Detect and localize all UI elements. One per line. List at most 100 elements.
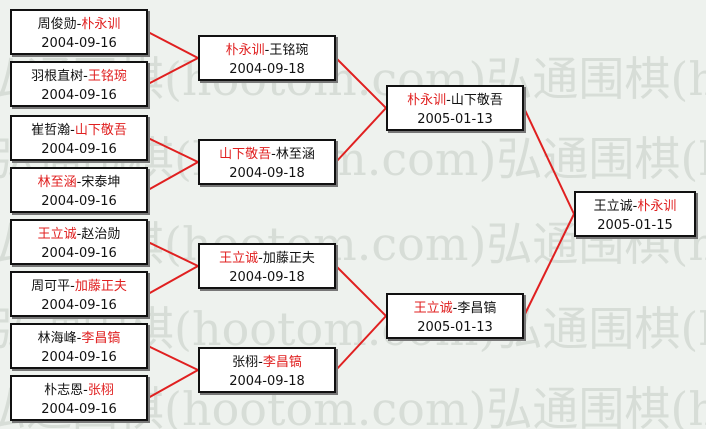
connector-line bbox=[335, 57, 387, 109]
match-date: 2004-09-16 bbox=[41, 142, 117, 157]
connector-line bbox=[147, 57, 199, 85]
match-date: 2004-09-16 bbox=[41, 298, 117, 313]
player-name-right: 朴永训 bbox=[637, 199, 677, 214]
connector-line bbox=[523, 213, 575, 317]
connector-line bbox=[335, 315, 387, 371]
match-date: 2004-09-18 bbox=[229, 62, 305, 77]
match-date: 2004-09-18 bbox=[229, 374, 305, 389]
match-box-round2-1: 朴永训-王铭琬 2004-09-18 bbox=[198, 35, 336, 81]
player-separator: - bbox=[258, 251, 263, 266]
connector-line bbox=[147, 369, 199, 399]
match-players: 周俊勋-朴永训 bbox=[12, 15, 146, 34]
player-name-right: 山下敬吾 bbox=[74, 123, 127, 138]
connector-line bbox=[147, 265, 199, 295]
match-date: 2004-09-18 bbox=[229, 166, 305, 181]
player-name-left: 王立诚 bbox=[413, 301, 453, 316]
player-name-left: 周俊勋 bbox=[37, 17, 77, 32]
player-separator: - bbox=[76, 17, 82, 32]
player-separator: - bbox=[83, 69, 88, 84]
player-name-right: 王铭琬 bbox=[269, 43, 309, 58]
match-date: 2004-09-16 bbox=[41, 194, 117, 209]
match-players: 王立诚-加藤正夫 bbox=[200, 249, 334, 268]
player-separator: - bbox=[264, 43, 270, 58]
connector-line bbox=[147, 345, 199, 371]
match-players: 王立诚-朴永训 bbox=[576, 197, 694, 216]
player-separator: - bbox=[70, 279, 75, 294]
player-separator: - bbox=[76, 227, 82, 242]
player-name-left: 王立诚 bbox=[37, 227, 77, 242]
connector-line bbox=[335, 107, 387, 163]
player-name-right: 张栩 bbox=[87, 383, 114, 398]
match-players: 周可平-加藤正夫 bbox=[12, 277, 146, 296]
player-name-right: 王铭琬 bbox=[87, 69, 127, 84]
match-box-round1-8: 朴志恩-张栩 2004-09-16 bbox=[10, 375, 148, 421]
connector-line bbox=[335, 265, 387, 317]
player-separator: - bbox=[452, 301, 458, 316]
player-name-left: 朴永训 bbox=[225, 43, 265, 58]
player-name-right: 宋泰坤 bbox=[81, 175, 121, 190]
player-name-left: 林至涵 bbox=[37, 175, 77, 190]
player-separator: - bbox=[83, 383, 88, 398]
connector-line bbox=[147, 137, 199, 163]
player-separator: - bbox=[258, 355, 263, 370]
match-date: 2004-09-18 bbox=[229, 270, 305, 285]
match-box-round1-7: 林海峰-李昌镐 2004-09-16 bbox=[10, 323, 148, 369]
player-name-right: 山下敬吾 bbox=[450, 93, 503, 108]
match-box-final-1: 王立诚-朴永训 2005-01-15 bbox=[574, 191, 696, 237]
match-players: 林海峰-李昌镐 bbox=[12, 329, 146, 348]
match-box-round1-6: 周可平-加藤正夫 2004-09-16 bbox=[10, 271, 148, 317]
match-date: 2004-09-16 bbox=[41, 350, 117, 365]
player-name-right: 加藤正夫 bbox=[74, 279, 127, 294]
match-box-round1-5: 王立诚-赵治勋 2004-09-16 bbox=[10, 219, 148, 265]
player-separator: - bbox=[271, 147, 276, 162]
match-date: 2004-09-16 bbox=[41, 246, 117, 261]
player-name-left: 朴志恩 bbox=[44, 383, 84, 398]
match-date: 2005-01-13 bbox=[417, 112, 493, 127]
player-name-right: 李昌镐 bbox=[457, 301, 497, 316]
player-name-right: 李昌镐 bbox=[81, 331, 121, 346]
match-players: 朴永训-王铭琬 bbox=[200, 41, 334, 60]
player-name-left: 张栩 bbox=[232, 355, 259, 370]
player-name-right: 朴永训 bbox=[81, 17, 121, 32]
player-name-right: 林至涵 bbox=[275, 147, 315, 162]
player-separator: - bbox=[76, 331, 82, 346]
connector-line bbox=[147, 31, 199, 59]
player-name-left: 山下敬吾 bbox=[219, 147, 272, 162]
player-separator: - bbox=[70, 123, 75, 138]
player-separator: - bbox=[76, 175, 82, 190]
player-name-right: 李昌镐 bbox=[262, 355, 302, 370]
player-name-left: 王立诚 bbox=[219, 251, 259, 266]
match-players: 林至涵-宋泰坤 bbox=[12, 173, 146, 192]
player-name-left: 羽根直树 bbox=[31, 69, 84, 84]
match-players: 张栩-李昌镐 bbox=[200, 353, 334, 372]
player-name-left: 林海峰 bbox=[37, 331, 77, 346]
player-name-left: 朴永训 bbox=[407, 93, 447, 108]
player-name-left: 王立诚 bbox=[593, 199, 633, 214]
match-players: 王立诚-李昌镐 bbox=[388, 299, 522, 318]
match-date: 2004-09-16 bbox=[41, 36, 117, 51]
match-players: 王立诚-赵治勋 bbox=[12, 225, 146, 244]
match-date: 2004-09-16 bbox=[41, 402, 117, 417]
match-box-round1-1: 周俊勋-朴永训 2004-09-16 bbox=[10, 9, 148, 55]
connector-line bbox=[147, 161, 199, 191]
match-box-round2-3: 王立诚-加藤正夫 2004-09-18 bbox=[198, 243, 336, 289]
match-box-round1-4: 林至涵-宋泰坤 2004-09-16 bbox=[10, 167, 148, 213]
player-name-right: 赵治勋 bbox=[81, 227, 121, 242]
connector-line bbox=[523, 107, 575, 215]
match-box-round1-3: 崔哲瀚-山下敬吾 2004-09-16 bbox=[10, 115, 148, 161]
match-date: 2005-01-15 bbox=[597, 218, 673, 233]
player-name-left: 崔哲瀚 bbox=[31, 123, 71, 138]
match-players: 山下敬吾-林至涵 bbox=[200, 145, 334, 164]
match-players: 朴志恩-张栩 bbox=[12, 381, 146, 400]
connector-line bbox=[147, 241, 199, 267]
match-players: 朴永训-山下敬吾 bbox=[388, 91, 522, 110]
player-separator: - bbox=[632, 199, 638, 214]
match-date: 2004-09-16 bbox=[41, 88, 117, 103]
match-box-round2-2: 山下敬吾-林至涵 2004-09-18 bbox=[198, 139, 336, 185]
player-name-right: 加藤正夫 bbox=[262, 251, 315, 266]
match-box-round2-4: 张栩-李昌镐 2004-09-18 bbox=[198, 347, 336, 393]
player-separator: - bbox=[446, 93, 451, 108]
match-box-round1-2: 羽根直树-王铭琬 2004-09-16 bbox=[10, 61, 148, 107]
